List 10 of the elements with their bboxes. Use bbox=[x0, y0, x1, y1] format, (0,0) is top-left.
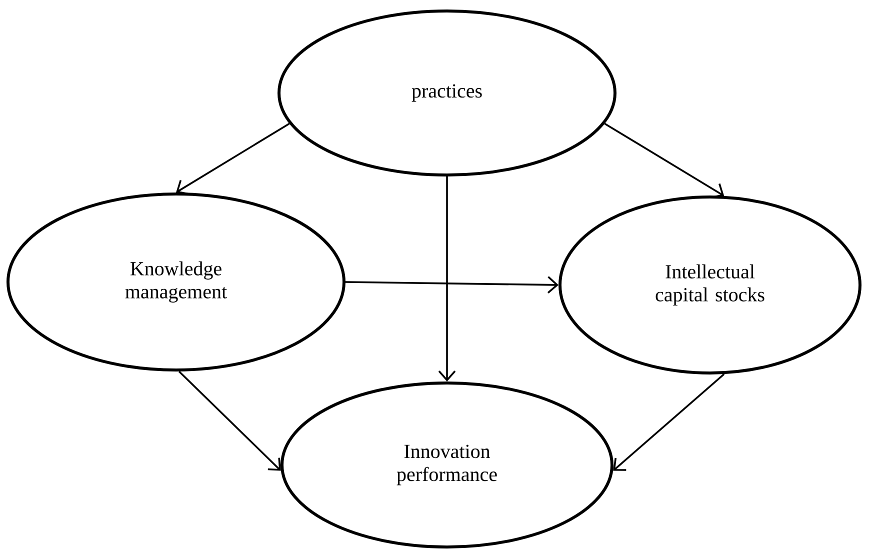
arrow bbox=[613, 373, 725, 471]
ellipse-node: practices bbox=[278, 10, 616, 176]
arrow bbox=[604, 122, 724, 198]
ellipse-node: Knowledge management bbox=[6, 192, 346, 372]
arrow bbox=[176, 122, 290, 195]
ellipse-node: Innovation performance bbox=[280, 381, 614, 548]
arrow bbox=[178, 370, 281, 471]
arrow bbox=[438, 176, 456, 382]
ellipse-node: Intellectual capital stocks bbox=[558, 196, 862, 374]
arrow bbox=[346, 276, 558, 294]
